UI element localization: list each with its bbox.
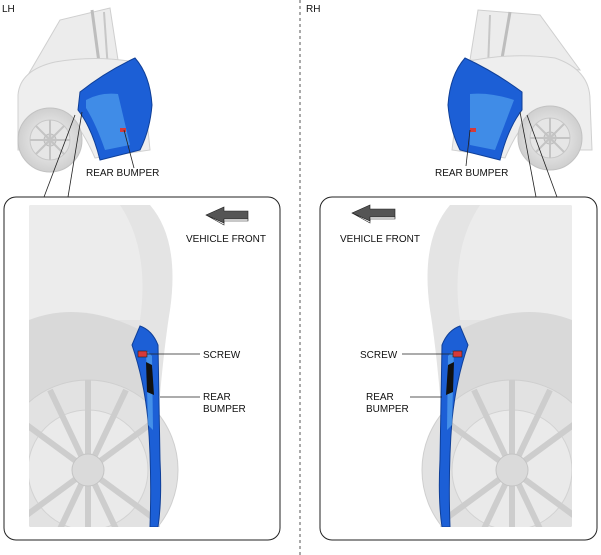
rh-direction-label: VEHICLE FRONT: [340, 234, 420, 245]
rh-overview-label: REAR BUMPER: [435, 168, 508, 179]
rh-bumper-label-line1: REAR: [366, 392, 394, 403]
lh-direction-label: VEHICLE FRONT: [186, 234, 266, 245]
lh-bumper-label-line2: BUMPER: [203, 404, 246, 415]
lh-detail-bumper: [131, 325, 162, 527]
lh-screw: [137, 350, 148, 358]
lh-zoom-line-a: [43, 114, 76, 198]
rh-screw-label: SCREW: [360, 350, 398, 361]
lh-overview-label: REAR BUMPER: [86, 168, 159, 179]
lh-zoom-line-b: [67, 111, 83, 198]
lh-panel: LH REAR BUMPER: [2, 4, 281, 541]
lh-side-label: LH: [2, 4, 15, 15]
rh-screw: [452, 350, 463, 358]
rh-zoom-line-a: [519, 111, 537, 198]
lh-screw-label: SCREW: [203, 350, 241, 361]
lh-direction-arrow: [205, 206, 249, 226]
lh-overview-car: [17, 7, 153, 173]
rh-bumper-label-line2: BUMPER: [366, 404, 409, 415]
lh-bumper-label-line1: REAR: [203, 392, 231, 403]
rh-overview-leader: [465, 129, 471, 167]
lh-overview-leader: [123, 129, 135, 169]
rh-detail-bumper: [438, 325, 469, 527]
rh-zoom-line-b: [526, 114, 558, 198]
rh-overview-car: [447, 9, 593, 171]
rh-direction-arrow: [351, 204, 396, 224]
rh-panel: RH REAR BUMPER: [306, 4, 598, 541]
rh-side-label: RH: [306, 4, 320, 15]
